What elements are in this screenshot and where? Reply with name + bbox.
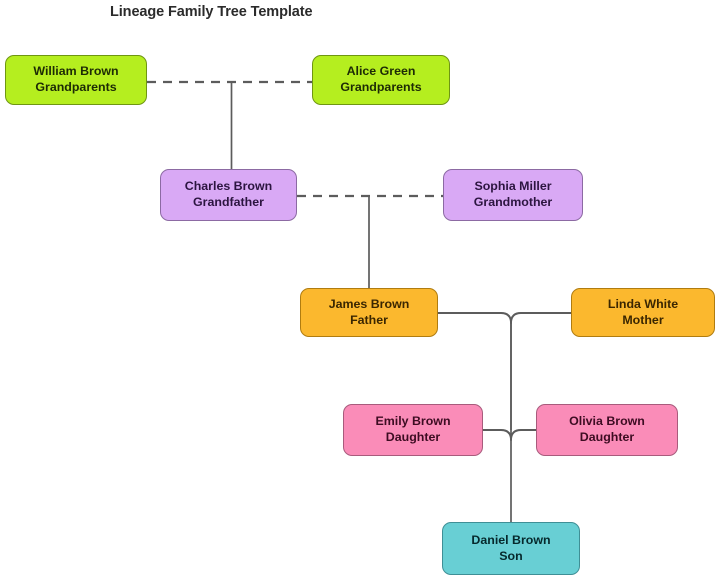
node-role: Grandmother (473, 195, 553, 209)
edge-linda-to-junction (510, 312, 572, 324)
node-alice-green[interactable]: Alice Green Grandparents (312, 55, 450, 105)
node-role: Daughter (385, 430, 441, 444)
node-sophia-miller[interactable]: Sophia Miller Grandmother (443, 169, 583, 221)
node-linda-white[interactable]: Linda White Mother (571, 288, 715, 337)
node-james-brown[interactable]: James Brown Father (300, 288, 438, 337)
node-role: Grandfather (193, 195, 264, 209)
page-title: Lineage Family Tree Template (110, 4, 313, 20)
node-role: Father (350, 312, 388, 327)
node-role: Grandparents (340, 80, 422, 94)
node-name: Linda White (607, 296, 679, 311)
edge-junction-to-emily (482, 429, 512, 441)
node-role: Mother (622, 312, 664, 327)
node-name: Charles Brown (184, 179, 273, 194)
node-name: James Brown (328, 296, 410, 311)
node-william-brown[interactable]: William Brown Grandparents (5, 55, 147, 105)
node-name: Emily Brown (375, 414, 451, 429)
node-name: William Brown (33, 64, 119, 79)
node-name: Daniel Brown (471, 532, 551, 547)
node-name: Sophia Miller (474, 179, 552, 194)
node-daniel-brown[interactable]: Daniel Brown Son (442, 522, 580, 575)
node-charles-brown[interactable]: Charles Brown Grandfather (160, 169, 297, 221)
edge-james-to-junction (437, 312, 512, 324)
node-name: Olivia Brown (569, 414, 645, 429)
node-olivia-brown[interactable]: Olivia Brown Daughter (536, 404, 678, 456)
node-role: Son (499, 548, 523, 563)
node-emily-brown[interactable]: Emily Brown Daughter (343, 404, 483, 456)
node-role: Grandparents (35, 80, 117, 94)
edge-junction-to-olivia (510, 429, 537, 441)
node-role: Daughter (579, 430, 635, 444)
node-name: Alice Green (346, 64, 416, 79)
